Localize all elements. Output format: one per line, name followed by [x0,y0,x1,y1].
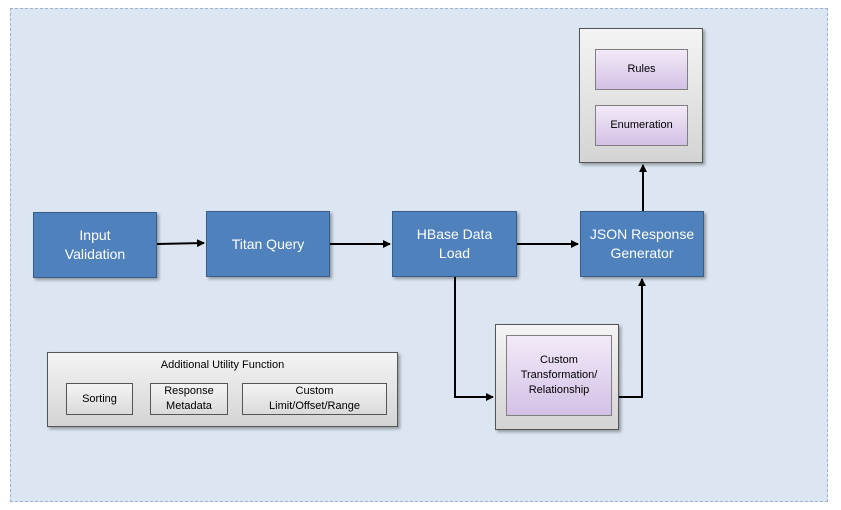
sorting-box: Sorting [66,383,133,415]
response-metadata-box: Response Metadata [150,383,228,415]
titan-query-node: Titan Query [206,211,330,277]
input-validation-node: Input Validation [33,212,157,278]
custom-limit-offset-range-box: Custom Limit/Offset/Range [242,383,387,415]
arrow-hbase-to-custom [454,277,494,401]
custom-transformation-container: Custom Transformation/ Relationship [495,324,619,430]
utility-function-panel: Additional Utility Function Sorting Resp… [47,352,398,427]
hbase-data-load-node: HBase Data Load [392,211,517,277]
arrow-custom-to-json [619,278,646,398]
enumeration-box: Enumeration [595,105,688,146]
rules-enumeration-container: Rules Enumeration [579,28,703,163]
custom-transformation-box: Custom Transformation/ Relationship [506,335,612,416]
rules-box: Rules [595,49,688,90]
arrow-input-to-titan [156,239,205,248]
utility-function-title: Additional Utility Function [160,359,285,371]
json-response-generator-node: JSON Response Generator [580,211,704,277]
